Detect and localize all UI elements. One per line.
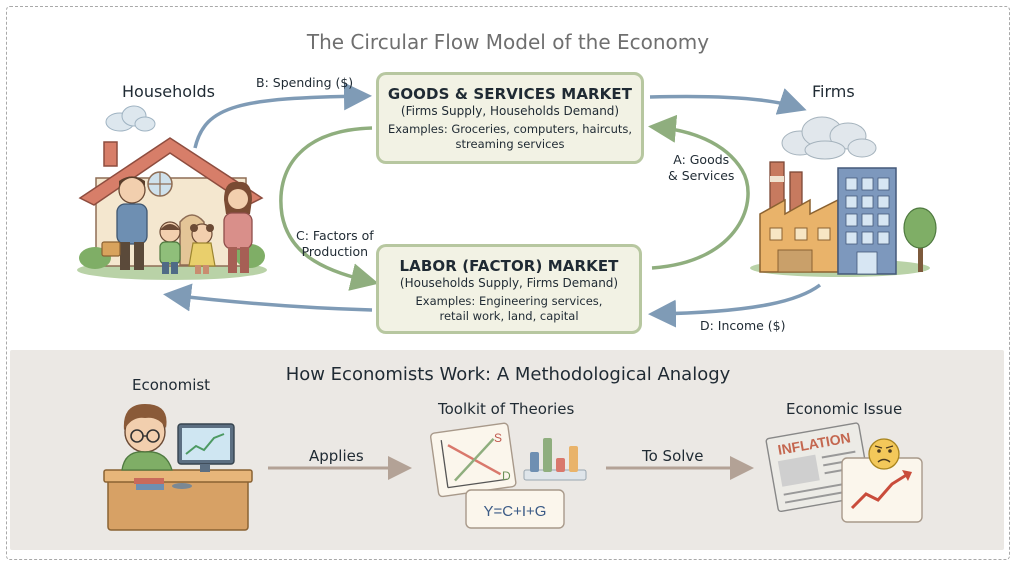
spending-arrow — [193, 82, 372, 149]
goods-flow-line1: A: Goods — [673, 152, 730, 167]
labor-to-households-arrow — [163, 283, 373, 312]
goods-flow-line2: & Services — [668, 168, 735, 183]
goods-market-subtitle: (Firms Supply, Households Demand) — [400, 104, 620, 118]
labor-market-examples-line1: Examples: Engineering services, — [415, 294, 603, 308]
firms-label: Firms — [812, 82, 855, 101]
toolkit-label: Toolkit of Theories — [438, 400, 575, 418]
factors-arrow — [279, 126, 379, 291]
goods-market-heading: GOODS & SERVICES MARKET — [387, 85, 633, 103]
demand-letter: D — [502, 469, 511, 483]
equation-text: Y=C+I+G — [484, 503, 547, 520]
page-title: The Circular Flow Model of the Economy — [306, 30, 710, 54]
goods-services-flow-label: A: Goods & Services — [668, 152, 734, 184]
economist-label: Economist — [132, 376, 211, 394]
methodology-title: How Economists Work: A Methodological An… — [285, 364, 731, 385]
spending-flow-label: B: Spending ($) — [256, 75, 354, 90]
goods-services-market-box: GOODS & SERVICES MARKET (Firms Supply, H… — [376, 72, 644, 164]
firms-illustration — [750, 116, 937, 277]
toolkit-illustration: S D Y=C+I+G — [430, 422, 587, 529]
income-flow-label: D: Income ($) — [700, 318, 786, 333]
income-arrow — [648, 283, 822, 328]
economic-issue-illustration: INFLATION — [765, 422, 923, 523]
factors-flow-label: C: Factors of Production — [296, 228, 374, 260]
goods-market-examples-line2: streaming services — [455, 137, 565, 151]
goods-services-arrow — [648, 114, 750, 270]
market-to-firms-arrow — [649, 88, 807, 115]
households-illustration — [77, 105, 267, 280]
labor-market-examples-line2: retail work, land, capital — [439, 309, 579, 323]
applies-label: Applies — [309, 447, 364, 465]
supply-letter: S — [494, 431, 502, 445]
economist-illustration — [103, 404, 253, 531]
economic-issue-label: Economic Issue — [786, 400, 903, 418]
labor-market-subtitle: (Households Supply, Firms Demand) — [399, 276, 619, 290]
factors-flow-line2: Production — [301, 244, 369, 259]
labor-market-box: LABOR (FACTOR) MARKET (Households Supply… — [376, 244, 642, 334]
households-label: Households — [122, 82, 216, 101]
to-solve-label: To Solve — [642, 447, 704, 465]
goods-market-examples-line1: Examples: Groceries, computers, haircuts… — [387, 122, 633, 136]
labor-market-heading: LABOR (FACTOR) MARKET — [399, 257, 619, 275]
factors-flow-line1: C: Factors of — [296, 228, 374, 243]
